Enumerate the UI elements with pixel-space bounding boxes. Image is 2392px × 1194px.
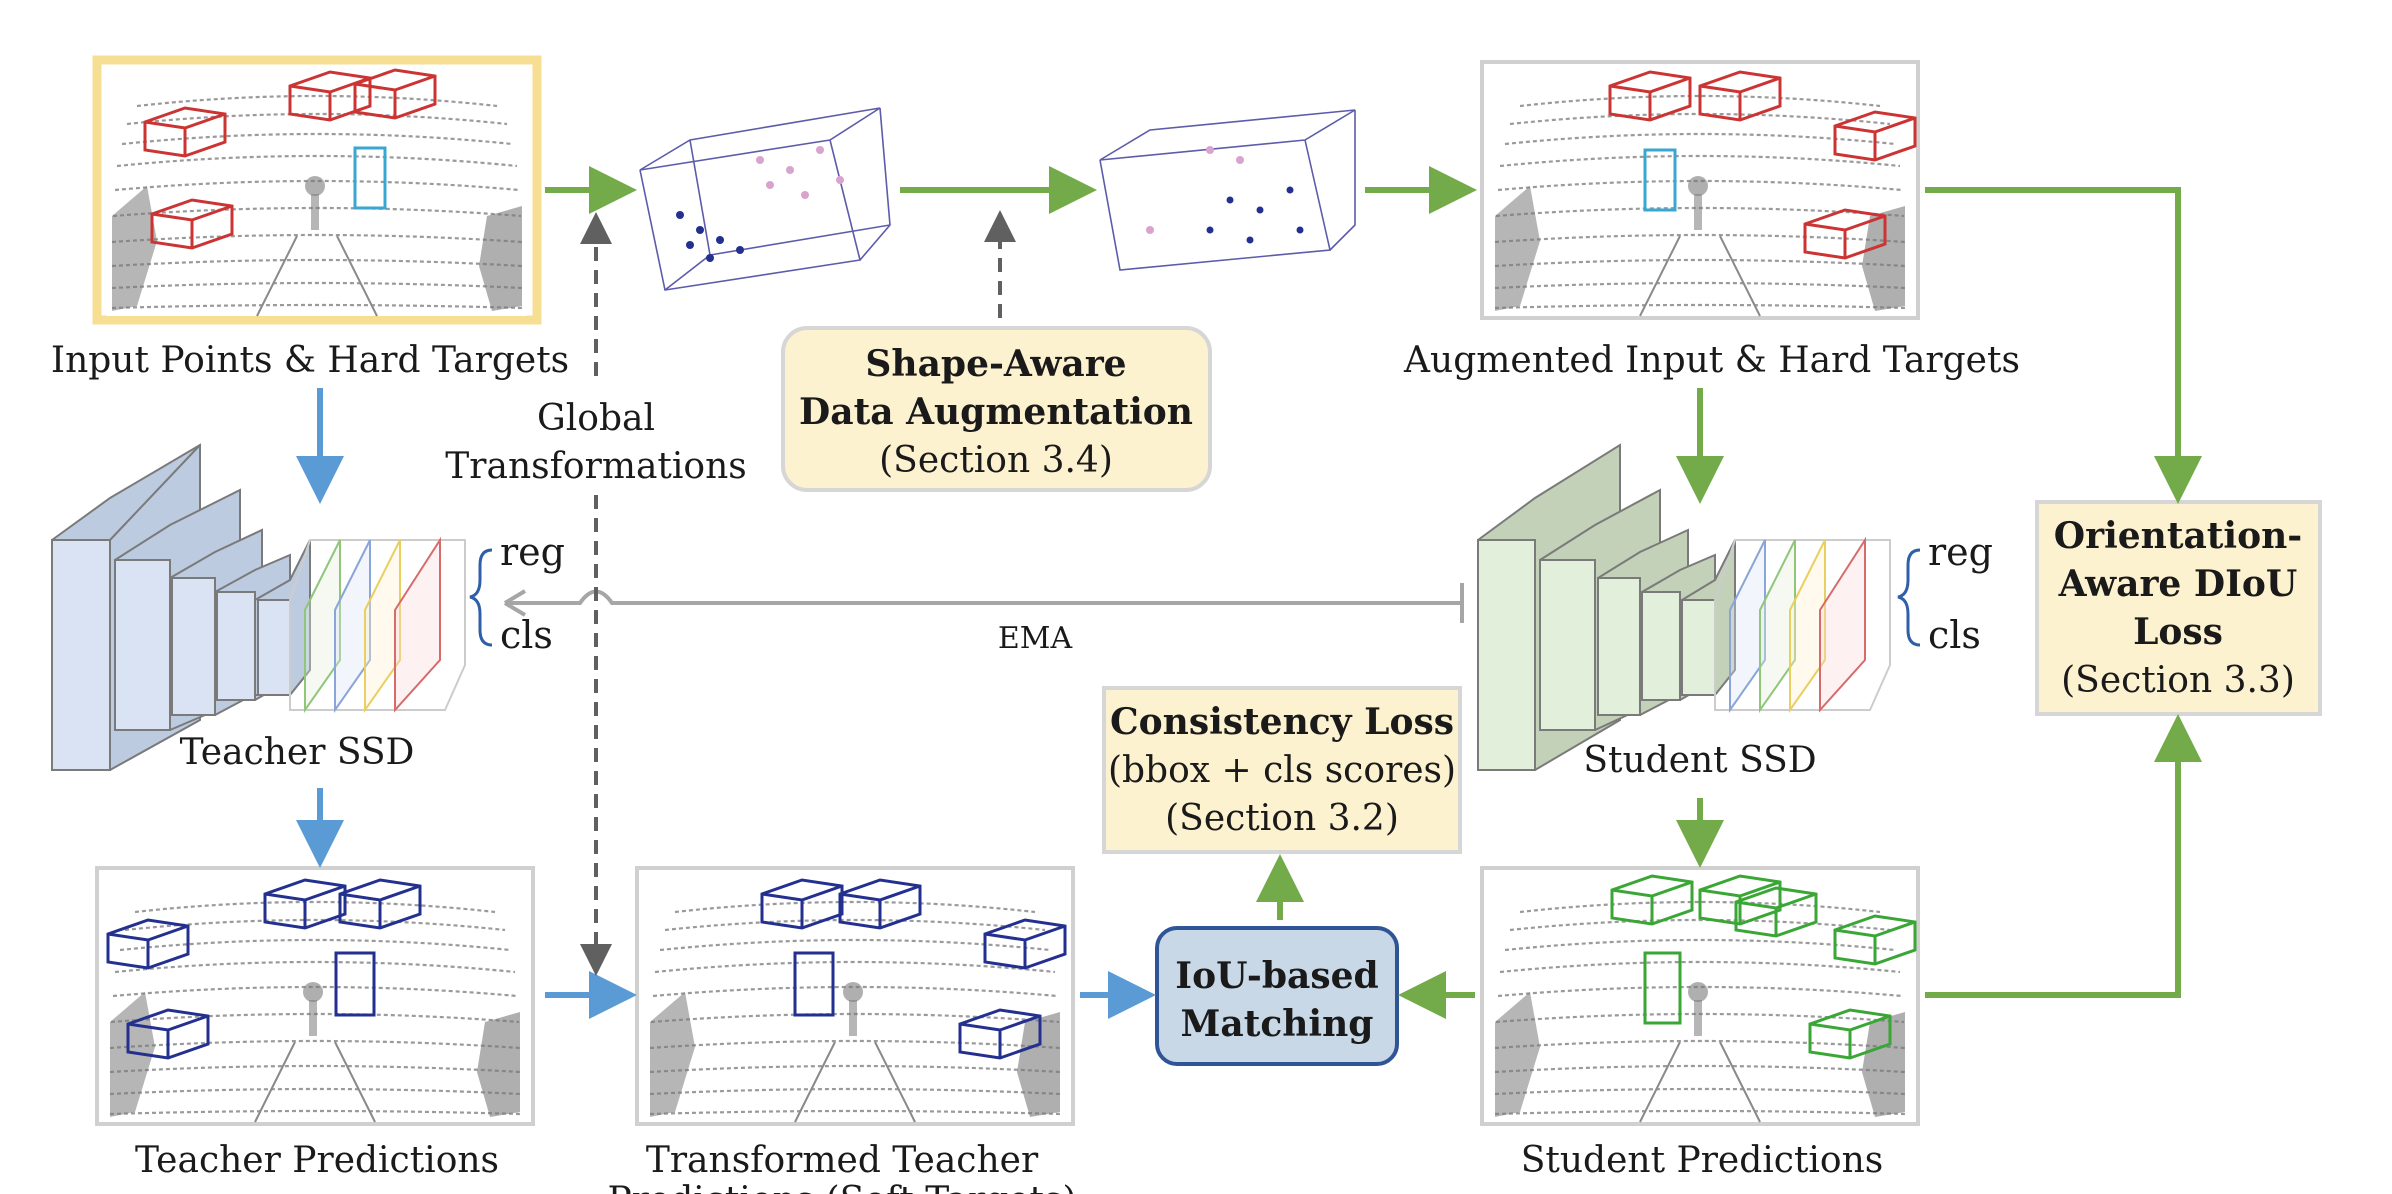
teacher-predictions-panel	[95, 866, 535, 1126]
shape-aware-title-2: Data Augmentation	[799, 391, 1193, 433]
teacher-predictions-label: Teacher Predictions	[135, 1140, 499, 1181]
teacher-network-icon	[51, 443, 311, 771]
global-transformations-line2: Transformations	[445, 446, 746, 487]
student-brace	[1897, 548, 1921, 647]
arrow-student-preds-to-orientation	[1925, 714, 2202, 998]
ema-arrow	[503, 583, 1464, 623]
student-reg-label: reg	[1928, 530, 1993, 574]
global-transformations-line1: Global	[537, 398, 655, 439]
ema-label: EMA	[998, 621, 1073, 656]
orientation-section: (Section 3.3)	[2061, 660, 2295, 701]
teacher-brace	[469, 548, 493, 647]
shape-aware-box: Shape-Aware Data Augmentation (Section 3…	[781, 326, 1212, 492]
input-points-label: Input Points & Hard Targets	[51, 340, 569, 381]
orientation-loss-box: Orientation- Aware DIoU Loss (Section 3.…	[2035, 500, 2322, 716]
iou-title-2: Matching	[1181, 1003, 1374, 1045]
student-predictions-panel	[1480, 866, 1920, 1126]
student-network-icon	[1477, 443, 1736, 771]
teacher-head-planes	[289, 536, 466, 714]
teacher-ssd-label: Teacher SSD	[180, 732, 415, 773]
orientation-title-2: Aware DIoU	[2058, 563, 2298, 605]
student-head-planes	[1714, 536, 1891, 714]
teacher-cls-label: cls	[500, 613, 553, 657]
shape-aware-section: (Section 3.4)	[879, 440, 1113, 481]
point-cloud-cube-2	[1099, 109, 1356, 271]
consistency-subtitle: (bbox + cls scores)	[1108, 750, 1456, 791]
arrow-augmented-to-orientation	[1925, 187, 2202, 504]
orientation-title-3: Loss	[2133, 611, 2223, 653]
consistency-loss-box: Consistency Loss (bbox + cls scores) (Se…	[1102, 686, 1462, 854]
transformed-teacher-label-1: Transformed Teacher	[646, 1140, 1039, 1181]
consistency-section: (Section 3.2)	[1165, 798, 1399, 839]
student-predictions-label: Student Predictions	[1521, 1140, 1884, 1181]
teacher-reg-label: reg	[500, 530, 565, 574]
orientation-title-1: Orientation-	[2054, 515, 2302, 557]
student-ssd-label: Student SSD	[1583, 740, 1816, 781]
augmented-input-label: Augmented Input & Hard Targets	[1403, 340, 2020, 381]
iou-matching-box: IoU-based Matching	[1155, 926, 1399, 1066]
iou-title-1: IoU-based	[1175, 955, 1378, 997]
transformed-teacher-panel	[635, 866, 1075, 1126]
input-scene-panel	[92, 55, 542, 325]
student-cls-label: cls	[1928, 613, 1981, 657]
transformed-teacher-label-2: Predictions (Soft Targets)	[607, 1180, 1076, 1194]
augmented-scene-panel	[1480, 60, 1920, 320]
point-cloud-cube-1	[639, 107, 891, 291]
shape-aware-title-1: Shape-Aware	[865, 343, 1126, 385]
consistency-title: Consistency Loss	[1110, 701, 1454, 743]
